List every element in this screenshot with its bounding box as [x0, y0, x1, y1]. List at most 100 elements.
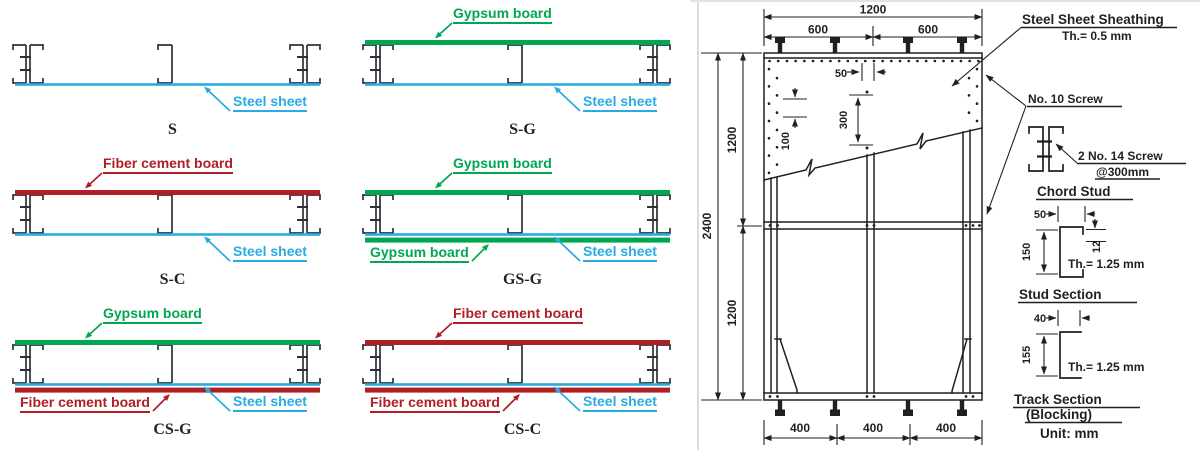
steel-sheet-label: Steel sheet [583, 94, 657, 112]
steel-sheet-label: Steel sheet [583, 394, 657, 412]
top-board [15, 190, 320, 195]
gypsum-board-bottom-label: Gypsum board [370, 245, 469, 263]
figure-top-border [690, 0, 1200, 2]
stud-flange-dim: 50 [1034, 209, 1046, 221]
figure-divider [697, 0, 699, 450]
bottom-leader [152, 394, 170, 412]
steel-sheet-line [15, 83, 320, 86]
dim-screw-spacing-300: 300 [838, 111, 850, 129]
studs [12, 194, 321, 234]
no14-spacing: @300mm [1096, 165, 1149, 179]
no10-screw-label: No. 10 Screw [1028, 92, 1103, 106]
chord-stud-glyph [1028, 126, 1064, 172]
stud-web-dim: 150 [1021, 243, 1033, 261]
wall-frame [763, 52, 983, 401]
dim-lower-half: 1200 [725, 299, 739, 326]
sheathing-thickness: Th.= 0.5 mm [1062, 29, 1132, 43]
dim-screw-spacing-50: 50 [835, 68, 847, 80]
steel-sheet-label: Steel sheet [583, 244, 657, 262]
stud-section-heading: Stud Section [1019, 287, 1102, 302]
section-drawing [12, 44, 321, 112]
steel-sheet-label: Steel sheet [233, 244, 307, 262]
stud-section-figure: 50 12 150 Th.= 1.25 mm [1021, 206, 1144, 278]
bottom-leader [471, 244, 489, 262]
annotations: Steel Sheet Sheathing Th.= 0.5 mm No. 10… [951, 12, 1186, 441]
bottom-board [365, 387, 670, 393]
track-flange-dim: 40 [1034, 313, 1046, 325]
top-board [15, 340, 320, 345]
section-drawing [362, 172, 671, 262]
section-name: GS-G [502, 271, 543, 288]
unit-label: Unit: mm [1040, 426, 1099, 441]
steel-sheet-label: Steel sheet [233, 394, 307, 412]
bottom-board [365, 237, 670, 243]
section-panel-CS-G: Gypsum board Fiber cement board Steel sh… [0, 300, 345, 450]
fiber-cement-board-bottom-label: Fiber cement board [370, 395, 500, 413]
gypsum-board-label: Gypsum board [103, 306, 202, 324]
top-board [365, 190, 670, 195]
track-blocking-subheading: (Blocking) [1026, 407, 1092, 422]
steel-leader [554, 86, 581, 112]
dim-left-half: 600 [808, 23, 828, 37]
fiber-cement-board-label: Fiber cement board [453, 306, 583, 324]
hold-down-gussets [774, 338, 972, 394]
bottom-leader [502, 394, 520, 412]
section-panel-CS-C: Fiber cement board Fiber cement board St… [350, 300, 695, 450]
gypsum-board-label: Gypsum board [453, 156, 552, 174]
steel-leader [554, 236, 581, 262]
chord-stud-heading: Chord Stud [1037, 184, 1111, 199]
steel-sheet-line [365, 383, 670, 386]
track-web-dim: 155 [1021, 346, 1033, 364]
screw-dots [767, 59, 981, 398]
shear-wall-drawing: 1200 600 600 2400 1200 1200 50 300 100 [700, 3, 1186, 445]
dim-screw-spacing-100: 100 [780, 132, 792, 150]
steel-sheet-line [15, 383, 320, 386]
anchor-bolts [775, 36, 967, 416]
section-panel-S-C: Fiber cement board Steel sheet S-C [0, 150, 345, 300]
section-drawing [12, 322, 321, 412]
section-name: S [168, 121, 177, 138]
section-drawing [362, 22, 671, 112]
section-panel-S: Steel sheet S [0, 0, 345, 150]
top-leader [85, 322, 103, 339]
top-leader [435, 22, 453, 39]
gypsum-board-label: Gypsum board [453, 6, 552, 24]
section-panel-S-G: Gypsum board Steel sheet S-G [350, 0, 695, 150]
section-drawing [362, 322, 671, 412]
top-leader [435, 172, 453, 189]
dimensions: 1200 600 600 2400 1200 1200 50 300 100 [700, 3, 983, 445]
track-thickness: Th.= 1.25 mm [1068, 360, 1144, 374]
studs [12, 44, 321, 84]
section-drawing [12, 172, 321, 262]
dim-bottom-a: 400 [790, 421, 810, 435]
steel-sheet-line [365, 83, 670, 86]
section-name: CS-G [153, 421, 192, 438]
steel-sheet-line [15, 233, 320, 236]
studs [362, 194, 671, 234]
stud-thickness: Th.= 1.25 mm [1068, 257, 1144, 271]
section-name: S-C [159, 271, 186, 288]
dim-bottom-c: 400 [936, 421, 956, 435]
top-board [365, 40, 670, 45]
dim-upper-half: 1200 [725, 126, 739, 153]
studs [362, 44, 671, 84]
stud-lip-dim: 12 [1091, 241, 1103, 253]
fiber-cement-board-label: Fiber cement board [103, 156, 233, 174]
steel-leader [204, 236, 231, 262]
top-board [365, 340, 670, 345]
top-leader [85, 172, 103, 189]
dim-overall-height: 2400 [700, 212, 714, 239]
steel-leader [204, 86, 231, 112]
dim-overall-width: 1200 [860, 3, 887, 17]
sheathing-label: Steel Sheet Sheathing [1022, 12, 1164, 27]
bottom-board [15, 387, 320, 393]
studs [362, 344, 671, 384]
dim-right-half: 600 [918, 23, 938, 37]
section-name: S-G [509, 121, 536, 138]
section-panel-GS-G: Gypsum board Gypsum board Steel sheet GS… [350, 150, 695, 300]
dim-bottom-b: 400 [863, 421, 883, 435]
steel-leader [554, 386, 581, 412]
steel-leader [204, 386, 231, 412]
track-section-heading: Track Section [1014, 392, 1102, 407]
